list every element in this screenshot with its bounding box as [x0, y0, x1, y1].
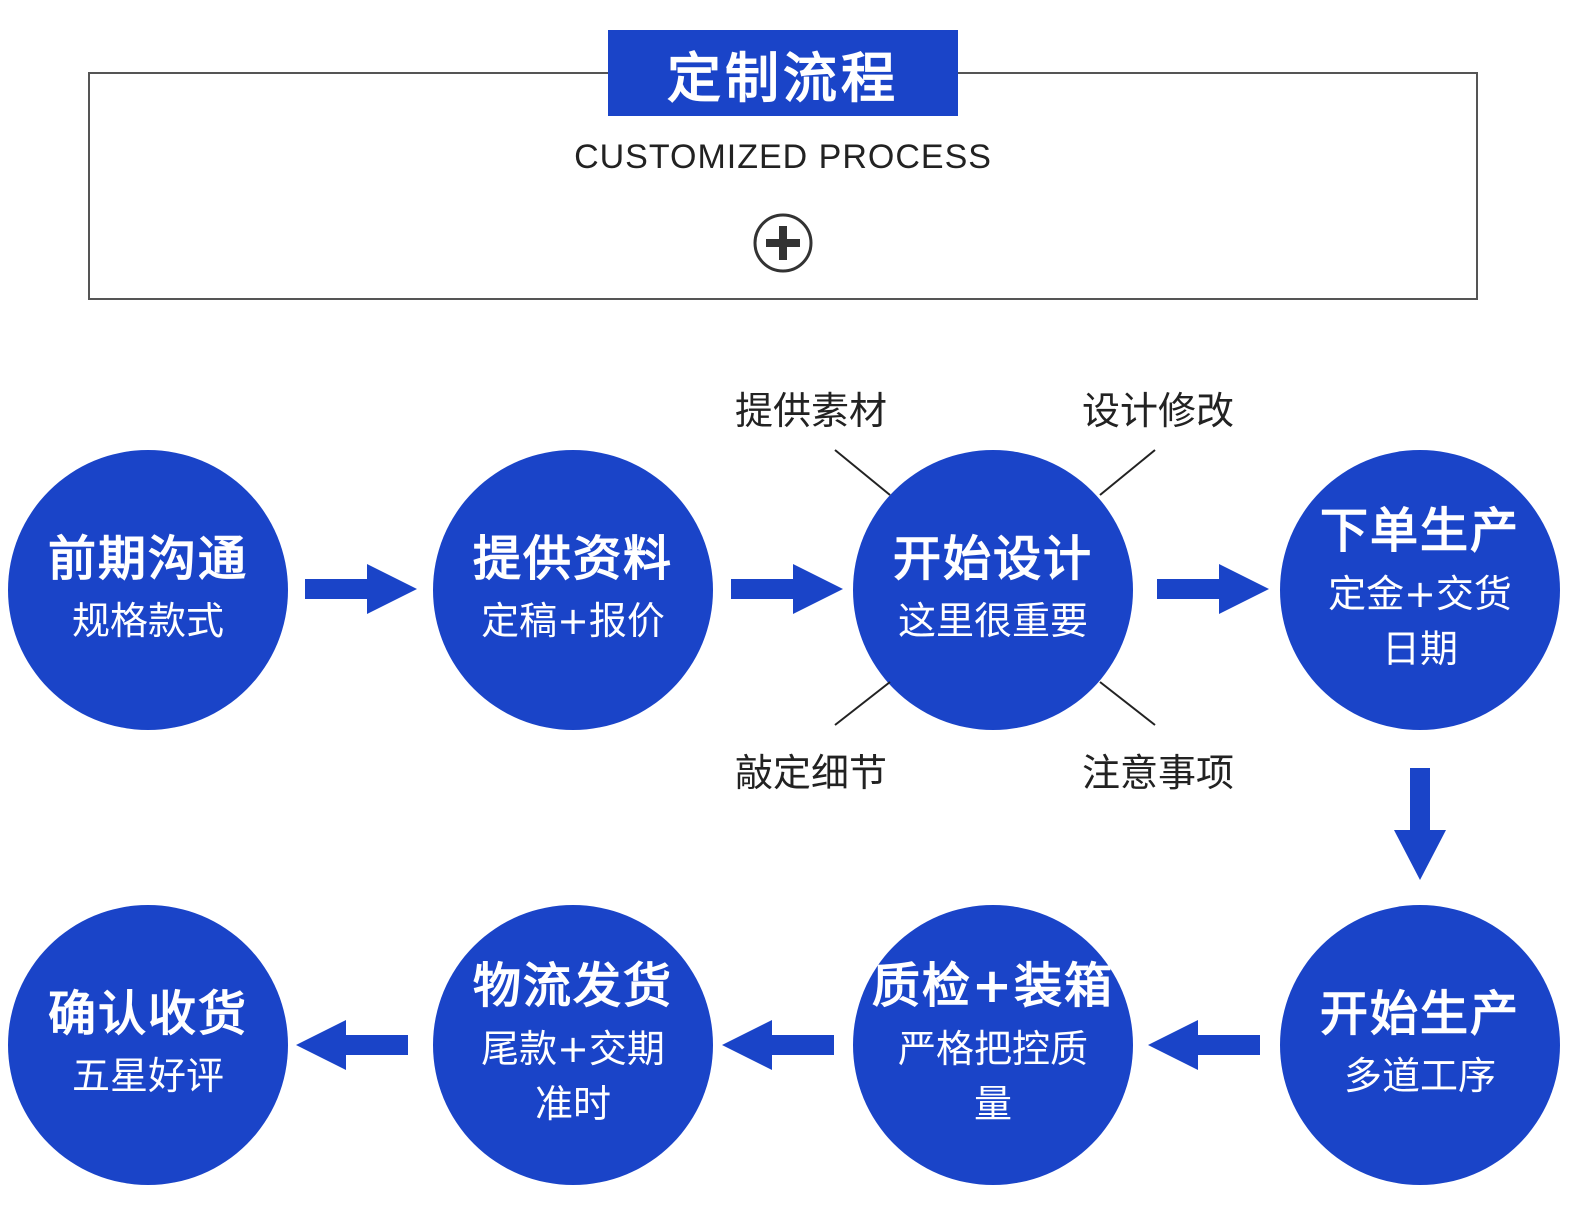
step-4-subtitle: 定金+交货日期	[1328, 571, 1512, 671]
step-8-subtitle: 五星好评	[71, 1054, 224, 1099]
note-bottom-left: 敲定细节	[735, 751, 888, 795]
step-2: 提供资料 定稿+报价	[433, 450, 713, 730]
arrow-left-1-icon	[1148, 1020, 1260, 1070]
step-5: 开始生产 多道工序	[1280, 905, 1560, 1185]
connector-bottom-left	[834, 681, 891, 726]
step-5-subtitle: 多道工序	[1343, 1054, 1496, 1099]
step-6-subtitle: 严格把控质量	[897, 1026, 1088, 1126]
step-6: 质检+装箱 严格把控质量	[853, 905, 1133, 1185]
note-top-left: 提供素材	[735, 389, 888, 433]
step-3: 开始设计 这里很重要	[853, 450, 1133, 730]
step-6-title: 质检+装箱	[871, 958, 1115, 1015]
step-1-subtitle: 规格款式	[71, 599, 224, 644]
step-1-title: 前期沟通	[47, 530, 248, 587]
arrow-right-2-icon	[731, 564, 843, 614]
arrow-down-icon	[1394, 768, 1446, 880]
step-3-title: 开始设计	[892, 530, 1093, 587]
step-3-subtitle: 这里很重要	[897, 599, 1088, 644]
step-7: 物流发货 尾款+交期准时	[433, 905, 713, 1185]
step-2-subtitle: 定稿+报价	[481, 599, 665, 644]
step-8-title: 确认收货	[47, 985, 248, 1042]
arrow-left-3-icon	[296, 1020, 408, 1070]
step-1: 前期沟通 规格款式	[8, 450, 288, 730]
arrow-right-3-icon	[1157, 564, 1269, 614]
connector-bottom-right	[1099, 681, 1156, 726]
connector-top-left	[834, 449, 891, 496]
page-subtitle: CUSTOMIZED PROCESS	[574, 138, 992, 176]
step-7-subtitle: 尾款+交期准时	[481, 1026, 665, 1126]
note-bottom-right: 注意事项	[1082, 751, 1235, 795]
connector-top-right	[1099, 449, 1156, 496]
page-title: 定制流程	[608, 30, 958, 116]
arrow-right-1-icon	[305, 564, 417, 614]
step-8: 确认收货 五星好评	[8, 905, 288, 1185]
plus-circle-icon[interactable]	[752, 212, 814, 274]
step-7-title: 物流发货	[472, 958, 673, 1015]
step-2-title: 提供资料	[472, 530, 673, 587]
step-4-title: 下单生产	[1319, 503, 1520, 560]
step-5-title: 开始生产	[1319, 985, 1520, 1042]
note-top-right: 设计修改	[1082, 389, 1235, 433]
step-4: 下单生产 定金+交货日期	[1280, 450, 1560, 730]
arrow-left-2-icon	[722, 1020, 834, 1070]
